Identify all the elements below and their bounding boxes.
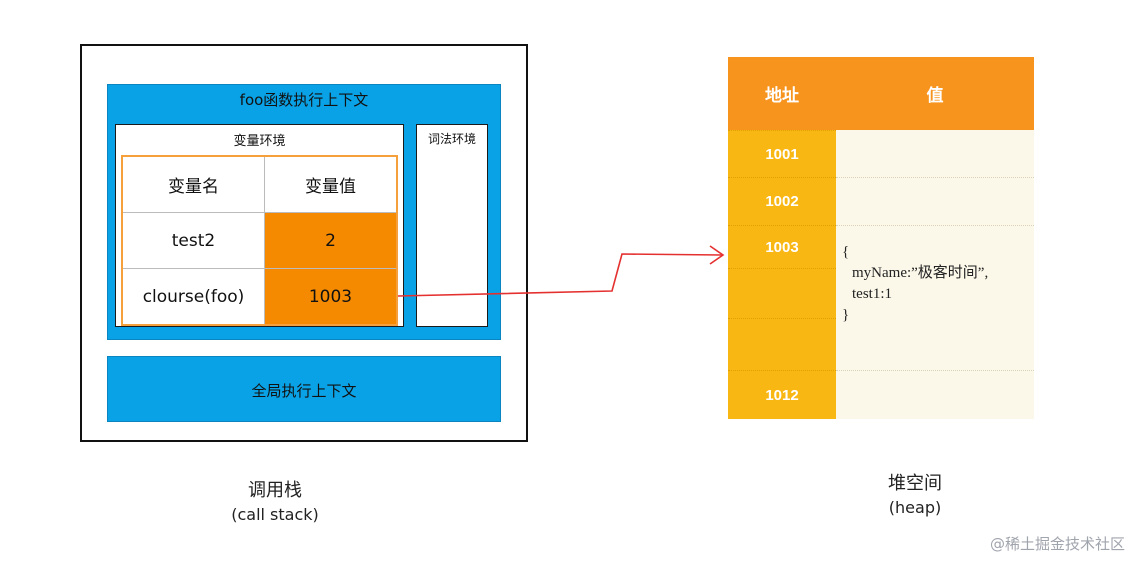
heap-object-line: test1:1 [852, 286, 892, 302]
arrow-head [709, 245, 725, 265]
arrow-line [397, 253, 723, 297]
variable-table-header: 变量名 变量值 [121, 155, 398, 213]
global-execution-context [107, 356, 501, 422]
heap-address-cell: 1003 [728, 225, 836, 268]
heap-address-cell: 1002 [728, 177, 836, 225]
heap-address-cell: 1012 [728, 370, 836, 419]
var-name-cell: test2 [121, 212, 265, 269]
heap-value-cell [836, 225, 1034, 370]
header-var-name: 变量名 [121, 155, 265, 213]
heap-label: 堆空间 [888, 473, 942, 494]
heap-object-line: } [842, 307, 850, 323]
heap-value-cell [836, 177, 1034, 225]
var-value-cell: 1003 [264, 268, 398, 326]
foo-context-title: foo函数执行上下文 [239, 91, 369, 109]
heap-value-cell [836, 370, 1034, 419]
heap-address-cell [728, 268, 836, 318]
watermark: @稀土掘金技术社区 [989, 535, 1125, 553]
var-name-cell: clourse(foo) [121, 268, 265, 326]
lexical-environment-title: 词法环境 [427, 132, 476, 146]
heap-header-address: 地址 [728, 57, 836, 130]
table-row: clourse(foo) 1003 [121, 268, 398, 326]
variable-environment-title: 变量环境 [233, 134, 286, 149]
heap-object-line: myName:”极客时间”, [852, 265, 989, 281]
heap-address-cell [728, 318, 836, 370]
call-stack-sublabel: (call stack) [231, 505, 319, 524]
call-stack-label: 调用栈 [248, 480, 302, 501]
global-context-title: 全局执行上下文 [251, 382, 357, 400]
var-value-cell: 2 [264, 212, 398, 269]
heap-object-literal: { myName:”极客时间”, test1:1 } [842, 242, 988, 326]
table-row: test2 2 [121, 212, 398, 269]
heap-header-value: 值 [836, 57, 1034, 130]
heap-address-cell: 1001 [728, 130, 836, 177]
heap-value-cell [836, 130, 1034, 177]
heap-object-line: { [842, 244, 850, 260]
heap-sublabel: (heap) [888, 498, 942, 517]
lexical-environment [416, 124, 488, 327]
variable-table: 变量名 变量值 test2 2 clourse(foo) 1003 [121, 155, 398, 326]
